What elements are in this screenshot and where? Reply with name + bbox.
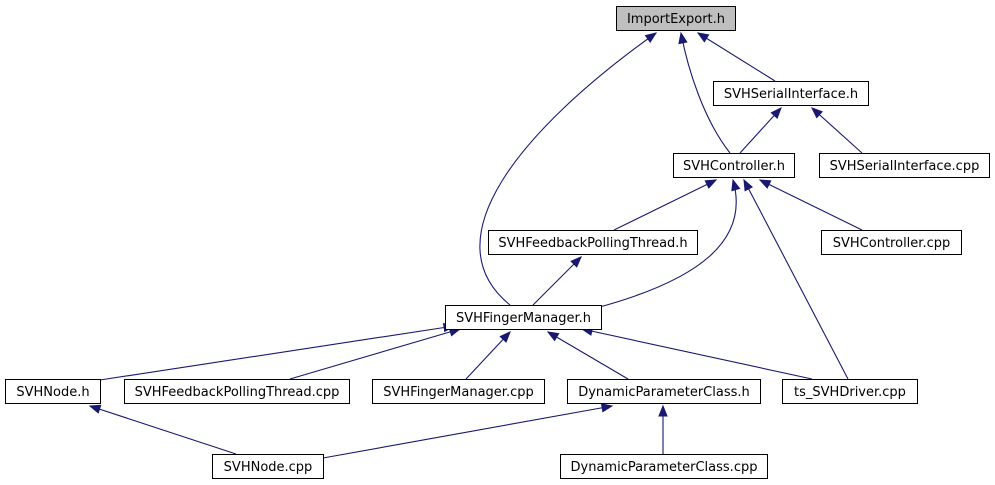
edge-dynparam_cpp-to-dynparam_h [658, 404, 668, 454]
node-box [673, 153, 795, 178]
node-fingermgr_h[interactable]: SVHFingerManager.h [445, 305, 602, 330]
node-label: ts_SVHDriver.cpp [794, 385, 906, 400]
edge-fingermgr_h-to-controller_h [595, 178, 741, 309]
edge-node_h-to-fingermgr_h [99, 322, 456, 381]
edge-line [613, 179, 717, 231]
node-dynparam_h[interactable]: DynamicParameterClass.h [567, 379, 761, 404]
arrowhead-icon [731, 178, 741, 192]
arrowhead-icon [499, 331, 511, 343]
edge-tsdriver_cpp-to-fingermgr_h [580, 326, 813, 380]
edge-line [697, 32, 776, 82]
node-box [616, 6, 736, 31]
edge-line [743, 179, 849, 380]
node-box [5, 379, 101, 404]
edge-line [547, 331, 629, 380]
edge-line [322, 405, 613, 459]
node-box [124, 379, 350, 404]
edge-line [99, 325, 455, 381]
edge-line [289, 328, 461, 380]
node-box [372, 379, 545, 404]
node-label: DynamicParameterClass.cpp [571, 460, 758, 475]
node-node_h[interactable]: SVHNode.h [5, 379, 101, 404]
arrowhead-icon [758, 179, 772, 189]
node-label: SVHNode.cpp [224, 460, 313, 475]
arrowhead-icon [546, 331, 560, 342]
edge-line [89, 405, 237, 455]
edge-dynparam_h-to-fingermgr_h [546, 331, 629, 380]
arrowhead-icon [678, 31, 688, 45]
node-box [212, 454, 324, 479]
edge-line [479, 32, 657, 306]
node-box [488, 230, 698, 255]
node-box [782, 379, 918, 404]
node-label: SVHSerialInterface.cpp [830, 159, 980, 174]
node-label: SVHSerialInterface.h [724, 87, 858, 102]
node-label: SVHController.h [683, 159, 785, 174]
edge-serialif_h-to-importexport [696, 32, 776, 82]
edge-controller_h-to-importexport [678, 31, 731, 154]
node-label: SVHController.cpp [833, 236, 950, 251]
arrowhead-icon [644, 32, 658, 43]
node-box [560, 454, 768, 479]
node-controller_h[interactable]: SVHController.h [673, 153, 795, 178]
nodes-layer: ImportExport.hSVHSerialInterface.hSVHCon… [5, 6, 990, 479]
node-box [445, 305, 602, 330]
node-label: DynamicParameterClass.h [578, 385, 750, 400]
edge-line [595, 179, 737, 309]
node-serialif_h[interactable]: SVHSerialInterface.h [713, 81, 869, 106]
edge-controller_h-to-serialif_h [739, 107, 782, 154]
node-box [821, 230, 962, 255]
arrowhead-icon [658, 404, 668, 417]
node-node_cpp[interactable]: SVHNode.cpp [212, 454, 324, 479]
edge-line [811, 107, 863, 154]
node-label: SVHFingerManager.cpp [383, 385, 533, 400]
node-feedback_h[interactable]: SVHFeedbackPollingThread.h [488, 230, 698, 255]
node-importexport[interactable]: ImportExport.h [616, 6, 736, 31]
arrowhead-icon [704, 179, 718, 189]
edge-node_cpp-to-dynparam_h [322, 403, 614, 459]
arrowhead-icon [88, 404, 102, 414]
edge-fingermgr_h-to-feedback_h [532, 256, 582, 306]
node-label: SVHFeedbackPollingThread.h [498, 236, 687, 251]
edge-line [759, 179, 863, 231]
edge-feedback_h-to-controller_h [613, 179, 718, 231]
edges-layer [88, 31, 863, 459]
edge-line [581, 328, 813, 380]
edge-line [680, 32, 731, 154]
node-label: ImportExport.h [627, 12, 725, 27]
node-label: SVHFeedbackPollingThread.cpp [135, 385, 340, 400]
arrowhead-icon [600, 403, 614, 413]
arrowhead-icon [770, 107, 782, 119]
node-label: SVHNode.h [16, 385, 89, 400]
node-fingermgr_cpp[interactable]: SVHFingerManager.cpp [372, 379, 545, 404]
edge-controller_cpp-to-controller_h [758, 179, 863, 231]
edge-line [465, 331, 511, 380]
edge-fingermgr_cpp-to-fingermgr_h [465, 331, 511, 380]
node-box [713, 81, 869, 106]
node-dynparam_cpp[interactable]: DynamicParameterClass.cpp [560, 454, 768, 479]
edge-line [532, 256, 582, 306]
node-serialif_cpp[interactable]: SVHSerialInterface.cpp [819, 153, 990, 178]
node-controller_cpp[interactable]: SVHController.cpp [821, 230, 962, 255]
node-box [567, 379, 761, 404]
arrowhead-icon [743, 178, 754, 192]
edge-feedback_cpp-to-fingermgr_h [289, 327, 462, 380]
arrowhead-icon [696, 32, 710, 43]
arrowhead-icon [570, 256, 582, 268]
arrowhead-icon [810, 107, 823, 119]
edge-tsdriver_cpp-to-controller_h [743, 178, 849, 380]
node-box [819, 153, 990, 178]
edge-node_cpp-to-node_h [88, 404, 237, 455]
edge-serialif_cpp-to-serialif_h [810, 107, 863, 154]
edge-fingermgr_h-to-importexport [479, 32, 658, 306]
node-feedback_cpp[interactable]: SVHFeedbackPollingThread.cpp [124, 379, 350, 404]
node-tsdriver_cpp[interactable]: ts_SVHDriver.cpp [782, 379, 918, 404]
node-label: SVHFingerManager.h [456, 311, 591, 326]
